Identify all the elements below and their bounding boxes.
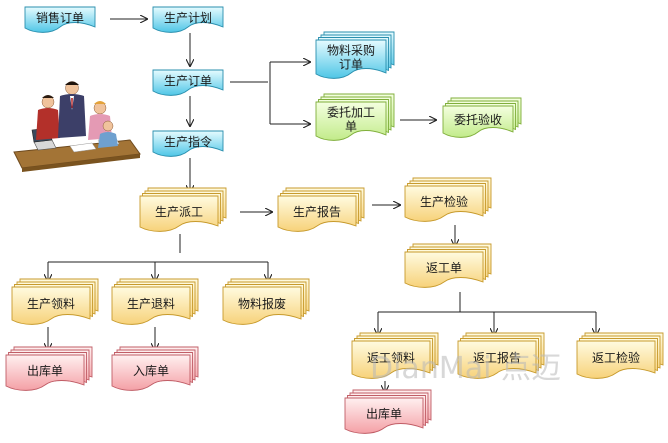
watermark-text: DianMai 点迈 (370, 351, 561, 386)
node-shape (277, 195, 357, 232)
node-shape (152, 69, 224, 96)
stock-in-node: 入库单 (111, 346, 199, 391)
node-label: 生产领料 (27, 297, 75, 311)
node-shape (111, 354, 191, 391)
node-label: 生产报告 (293, 204, 341, 219)
node-shape (152, 130, 224, 157)
production-plan-node: 生产计划 (152, 6, 224, 33)
stock-out-node: 出库单 (5, 346, 93, 391)
node-label: 返工领料 (367, 351, 415, 365)
node-shape (404, 185, 484, 222)
node-label: 生产退料 (127, 297, 175, 311)
production-report-node: 生产报告 (277, 187, 365, 232)
node-shape (404, 251, 484, 288)
node-label: 入库单 (133, 363, 169, 378)
outsourced-acceptance-node: 委托验收 (442, 97, 522, 138)
diagram-nodes: 销售订单生产计划生产订单物料采购订单委托加工单委托验收生产指令生产派工生产报告生… (5, 6, 664, 434)
node-shape (222, 286, 302, 325)
rework-order-node: 返工单 (404, 243, 492, 288)
production-dispatch-node: 生产派工 (139, 187, 227, 232)
node-shape (576, 340, 656, 379)
production-picking-node: 生产领料 (11, 278, 99, 325)
node-shape (315, 39, 387, 79)
node-label: 订单 (339, 58, 363, 72)
node-label: 出库单 (366, 406, 402, 421)
node-shape (11, 286, 91, 325)
production-order-node: 生产订单 (152, 69, 224, 96)
node-label: 单 (345, 120, 357, 134)
node-shape (111, 286, 191, 325)
team-meeting-icon (13, 81, 141, 172)
node-label: 生产指令 (164, 134, 212, 149)
node-shape (457, 340, 537, 379)
rework-picking-node: 返工领料 (351, 332, 439, 379)
node-shape (315, 101, 387, 141)
node-label: 生产订单 (164, 74, 212, 88)
node-shape (139, 195, 219, 232)
node-shape (442, 105, 514, 138)
node-shape (5, 354, 85, 391)
node-label: 委托加工 (327, 106, 375, 120)
node-label: 返工报告 (473, 350, 521, 365)
production-inspection-node: 生产检验 (404, 177, 492, 222)
rework-inspection-node: 返工检验 (576, 332, 664, 379)
node-shape (351, 340, 431, 379)
node-label: 委托验收 (454, 112, 502, 127)
node-label: 出库单 (27, 363, 63, 378)
production-return-node: 生产退料 (111, 278, 199, 325)
node-label: 销售订单 (36, 10, 84, 25)
sales-order-node: 销售订单 (24, 6, 96, 33)
rework-stock-out-node: 出库单 (344, 389, 432, 434)
node-label: 返工单 (426, 261, 462, 275)
connector-lines (48, 19, 596, 392)
production-instruction-node: 生产指令 (152, 130, 224, 157)
node-label: 生产计划 (164, 11, 212, 25)
node-label: 返工检验 (592, 350, 640, 365)
rework-report-node: 返工报告 (457, 332, 545, 379)
node-label: 生产派工 (155, 205, 203, 219)
node-label: 生产检验 (420, 194, 468, 209)
node-label: 物料采购 (327, 43, 375, 58)
node-label: 物料报废 (238, 296, 286, 311)
node-shape (152, 6, 224, 33)
node-shape (24, 6, 96, 33)
node-shape (344, 397, 424, 434)
material-scrap-node: 物料报废 (222, 278, 310, 325)
